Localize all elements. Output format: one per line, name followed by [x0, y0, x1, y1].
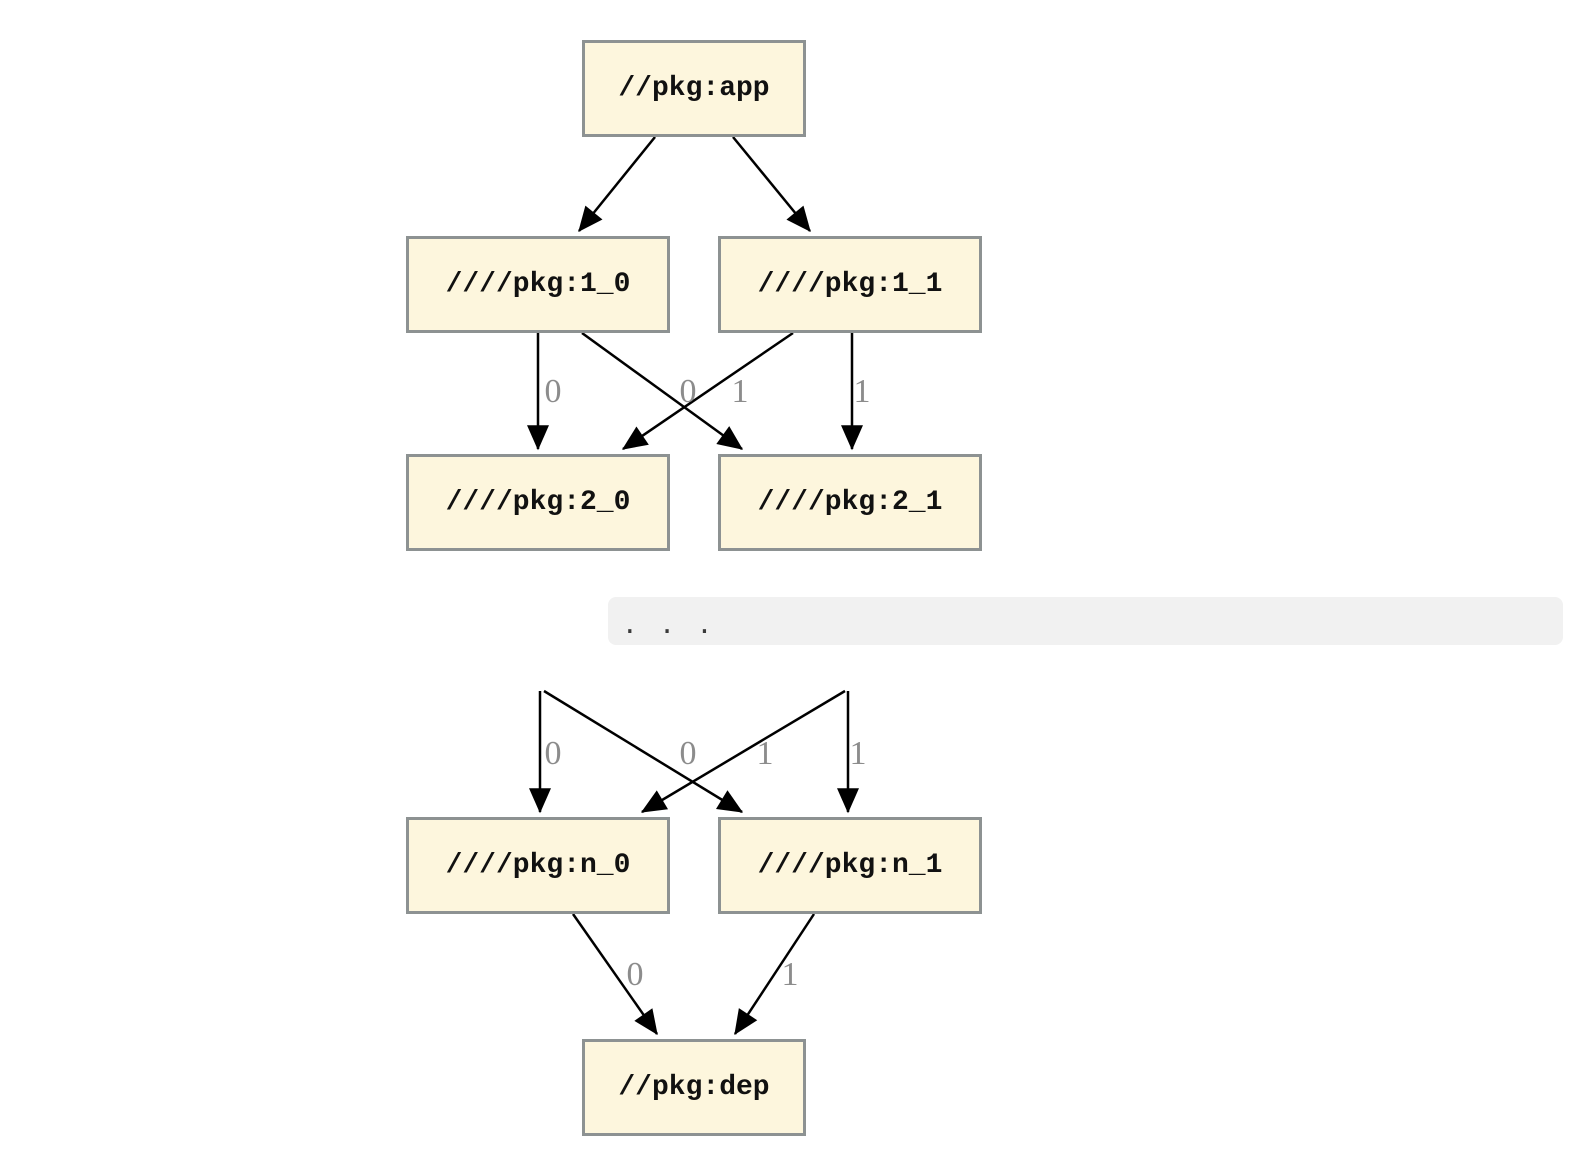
edge-label-1_0-2_1: 0 — [680, 373, 697, 410]
node-pkg-app: //pkg:app — [582, 40, 806, 137]
node-pkg-2_0: ////pkg:2_0 — [406, 454, 670, 551]
node-pkg-1_1-label: ////pkg:1_1 — [757, 269, 943, 300]
edge-n_1-dep — [733, 913, 816, 1036]
node-pkg-app-label: //pkg:app — [618, 73, 770, 104]
edge-label-elided0-n_1: 0 — [680, 735, 697, 772]
node-pkg-dep: //pkg:dep — [582, 1039, 806, 1136]
edge-label-1_0-2_0: 0 — [545, 373, 562, 410]
edge-label-elided1-n_1: 1 — [850, 735, 867, 772]
node-pkg-n_0-label: ////pkg:n_0 — [445, 850, 631, 881]
edge-label-1_1-2_0: 1 — [732, 373, 749, 410]
ellipsis-dots: . . . — [622, 610, 716, 640]
edge-label-elided1-n_0: 1 — [757, 735, 774, 772]
edge-1_0-2_1 — [581, 331, 744, 451]
node-pkg-2_0-label: ////pkg:2_0 — [445, 487, 631, 518]
edge-elided0-n_1 — [543, 689, 744, 814]
node-pkg-n_1: ////pkg:n_1 — [718, 817, 982, 914]
edge-label-n_0-dep: 0 — [627, 956, 644, 993]
node-pkg-1_0-label: ////pkg:1_0 — [445, 269, 631, 300]
node-pkg-2_1-label: ////pkg:2_1 — [757, 487, 943, 518]
edge-label-n_1-dep: 1 — [782, 956, 799, 993]
edge-app-1_0 — [578, 136, 656, 232]
edge-n_0-dep — [571, 913, 659, 1036]
node-pkg-n_0: ////pkg:n_0 — [406, 817, 670, 914]
edge-1_1-2_0 — [621, 331, 794, 451]
node-pkg-1_0: ////pkg:1_0 — [406, 236, 670, 333]
node-pkg-dep-label: //pkg:dep — [618, 1072, 770, 1103]
edge-label-elided0-n_0: 0 — [545, 735, 562, 772]
edge-app-1_1 — [732, 136, 811, 232]
node-pkg-1_1: ////pkg:1_1 — [718, 236, 982, 333]
node-pkg-n_1-label: ////pkg:n_1 — [757, 850, 943, 881]
edge-elided1-n_0 — [640, 689, 846, 814]
ellipsis-band: . . . — [608, 597, 1563, 645]
edge-label-1_1-2_1: 1 — [854, 373, 871, 410]
node-pkg-2_1: ////pkg:2_1 — [718, 454, 982, 551]
